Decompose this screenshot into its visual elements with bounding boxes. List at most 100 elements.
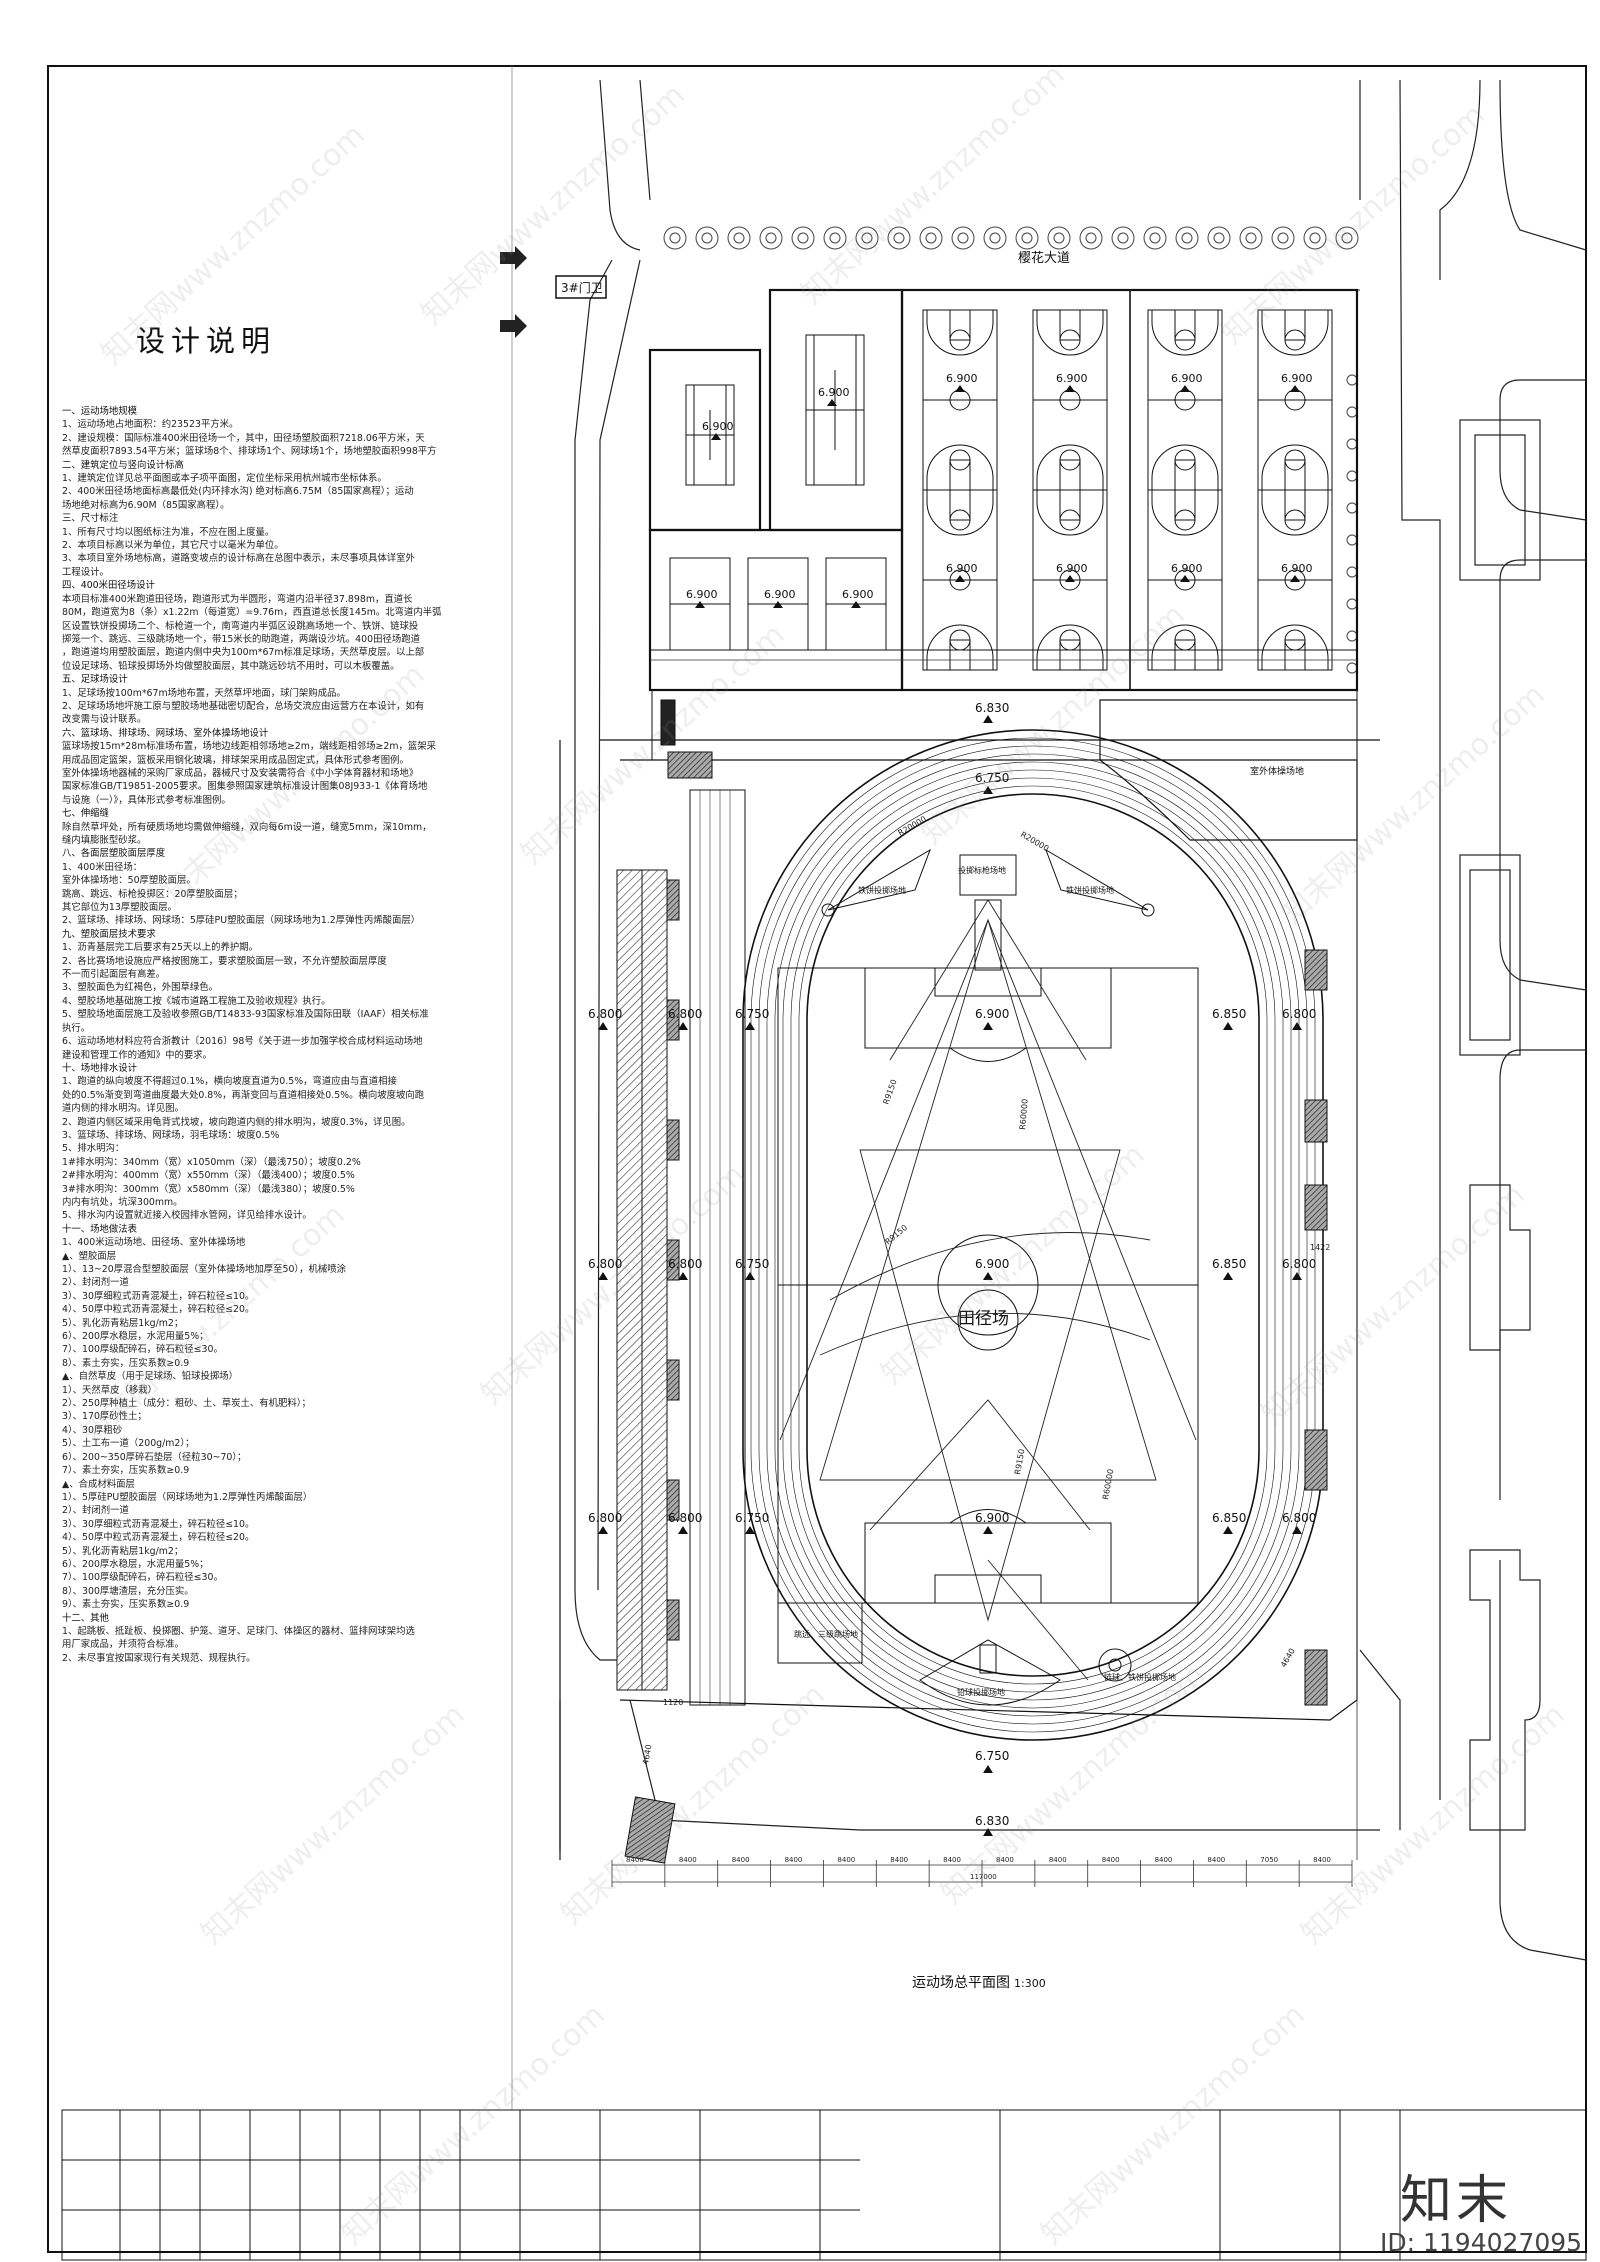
elevation-marker-icon <box>1180 575 1190 582</box>
basketball-court <box>922 489 998 671</box>
note-line: 十、场地排水设计 <box>62 1062 138 1074</box>
basketball-court <box>1257 489 1333 671</box>
note-line: 十一、场地做法表 <box>62 1223 138 1235</box>
elevation-marker-icon <box>678 1022 688 1030</box>
note-line: 1、运动场地占地面积：约23523平方米。 <box>62 419 239 431</box>
elevation-label: 6.900 <box>1281 372 1313 385</box>
elevation-marker-icon <box>1223 1272 1233 1280</box>
discus-label-1: 铁饼投掷场地 <box>858 885 906 895</box>
tree-icon <box>1239 226 1263 250</box>
long-jump-label: 跳远、三级跳场地 <box>794 1629 858 1639</box>
gym-area <box>1099 699 1358 841</box>
running-track <box>689 729 1324 1741</box>
dimension-value: 8400 <box>943 1856 961 1864</box>
svg-text:6.850: 6.850 <box>1212 1007 1246 1021</box>
tree-icon <box>1346 630 1358 642</box>
svg-text:6.800: 6.800 <box>668 1257 702 1271</box>
elevation-marker-icon <box>1290 385 1300 392</box>
note-line: 6、运动场地材料应符合浙教计〔2016〕98号《关于进一步加强学校合成材料运动场… <box>62 1036 423 1048</box>
tree-icon <box>829 232 841 244</box>
dimension-value: 8400 <box>732 1856 750 1864</box>
dimension-value: 8400 <box>1313 1856 1331 1864</box>
note-line: 内内有坑处，坑深300mm。 <box>62 1196 183 1208</box>
basketball-court <box>1032 309 1108 491</box>
note-line: 1、跑道的纵向坡度不得超过0.1%，横向坡度直道为0.5%，弯道应由与直道相接 <box>62 1076 397 1088</box>
gate-label: 3#门卫 <box>561 280 603 295</box>
svg-text:1120: 1120 <box>663 1698 683 1707</box>
tree-icon <box>861 232 873 244</box>
note-line: 7）、素土夯实，压实系数≥0.9 <box>62 1465 190 1477</box>
svg-text:6.800: 6.800 <box>588 1257 622 1271</box>
elevation-marker-icon <box>1292 1272 1302 1280</box>
field-label: 田径场 <box>958 1309 1009 1329</box>
tree-icon <box>1181 232 1193 244</box>
svg-text:6.900: 6.900 <box>975 1257 1009 1271</box>
note-line: 2、足球场场地坪施工原与塑胶场地基础密切配合，总场交流应由运营方在本设计，如有 <box>62 700 425 712</box>
note-line: 2、未尽事宜按国家现行有关规范、规程执行。 <box>62 1652 256 1664</box>
svg-text:6.900: 6.900 <box>975 1511 1009 1525</box>
note-line: 道内侧的排水明沟。详见图。 <box>62 1103 184 1115</box>
note-line: 3）、170厚砂性土； <box>62 1411 147 1423</box>
elevation-label: 6.900 <box>1171 562 1203 575</box>
note-line: 掷笼一个、跳远、三级跳场地一个，带15米长的助跑道，两端设沙坑。400田径场跑道 <box>62 633 420 645</box>
tree-icon <box>989 232 1001 244</box>
brand-logo: 知末 <box>1400 2171 1513 2231</box>
basketball-court <box>1032 489 1108 671</box>
elevation-marker-icon <box>983 1765 993 1773</box>
svg-text:6.800: 6.800 <box>668 1511 702 1525</box>
elevation-marker-icon <box>955 385 965 392</box>
note-line: 6）、200~350厚碎石垫层（径粒30~70）； <box>62 1451 247 1463</box>
tree-icon <box>1213 232 1225 244</box>
tree-icon <box>663 226 687 250</box>
elevation-marker-icon <box>745 1272 755 1280</box>
plan-scale: 1:300 <box>1014 1977 1046 1990</box>
tree-icon <box>1143 226 1167 250</box>
svg-text:6.830: 6.830 <box>975 1814 1009 1828</box>
svg-text:6.750: 6.750 <box>735 1007 769 1021</box>
tree-icon <box>1346 534 1358 546</box>
svg-text:6.750: 6.750 <box>975 771 1009 785</box>
tree-icon <box>1015 226 1039 250</box>
tree-icon <box>1079 226 1103 250</box>
elevation-label: 6.900 <box>1056 372 1088 385</box>
tree-icon <box>1346 470 1358 482</box>
note-line: 六、篮球场、排球场、网球场、室外体操场地设计 <box>62 727 269 739</box>
note-line: 2、建设规模：国际标准400米田径场一个，其中，田径场塑胶面积7218.06平方… <box>62 432 425 444</box>
svg-text:6.800: 6.800 <box>588 1511 622 1525</box>
west-stands <box>616 699 713 1864</box>
basketball-courts <box>922 309 1333 671</box>
elevation-marker-icon <box>983 715 993 723</box>
dimension-value: 7050 <box>1260 1856 1278 1864</box>
note-line: 5）、土工布一道（200g/m2）； <box>62 1438 195 1450</box>
note-line: 处的0.5%渐变到弯道曲度最大处0.8%，再渐变回与直道相接处0.5%。横向坡度… <box>62 1089 425 1101</box>
elevation-marker-icon <box>1180 385 1190 392</box>
entrance-arrow-2 <box>500 314 527 338</box>
elevation-marker-icon <box>598 1526 608 1534</box>
throwing-sectors <box>779 899 1197 1681</box>
dimension-value: 8400 <box>837 1856 855 1864</box>
tree-icon <box>759 226 783 250</box>
note-line: 3、塑胶面色为红褐色，外围草绿色。 <box>62 982 218 994</box>
elevation-marker-icon <box>1223 1526 1233 1534</box>
elevation-marker-icon <box>598 1022 608 1030</box>
note-line: 四、400米田径场设计 <box>62 580 155 592</box>
basketball-court <box>922 309 998 491</box>
tree-icon <box>669 232 681 244</box>
tree-icon <box>701 232 713 244</box>
svg-text:R20000: R20000 <box>1019 830 1050 853</box>
tree-icon <box>957 232 969 244</box>
note-line: 1、所有尺寸均以图纸标注为准，不应在图上度量。 <box>62 526 275 538</box>
tree-icon <box>791 226 815 250</box>
tree-icon <box>1271 226 1295 250</box>
note-line: 3#排水明沟：300mm（宽）x580mm（深）（最浅380）；坡度0.5% <box>62 1183 355 1195</box>
tree-icon <box>1207 226 1231 250</box>
note-line: 3、篮球场、排球场、网球场，羽毛球场：坡度0.5% <box>62 1129 280 1141</box>
tree-icon <box>887 226 911 250</box>
note-line: 4）、50厚中粒式沥青混凝土，碎石粒径≤20。 <box>62 1532 255 1544</box>
note-line: 2#排水明沟：400mm（宽）x550mm（深）（最浅400）；坡度0.5% <box>62 1170 355 1182</box>
note-line: 6）、200厚水稳层，水泥用量5%； <box>62 1558 209 1570</box>
svg-text:6.850: 6.850 <box>1212 1511 1246 1525</box>
